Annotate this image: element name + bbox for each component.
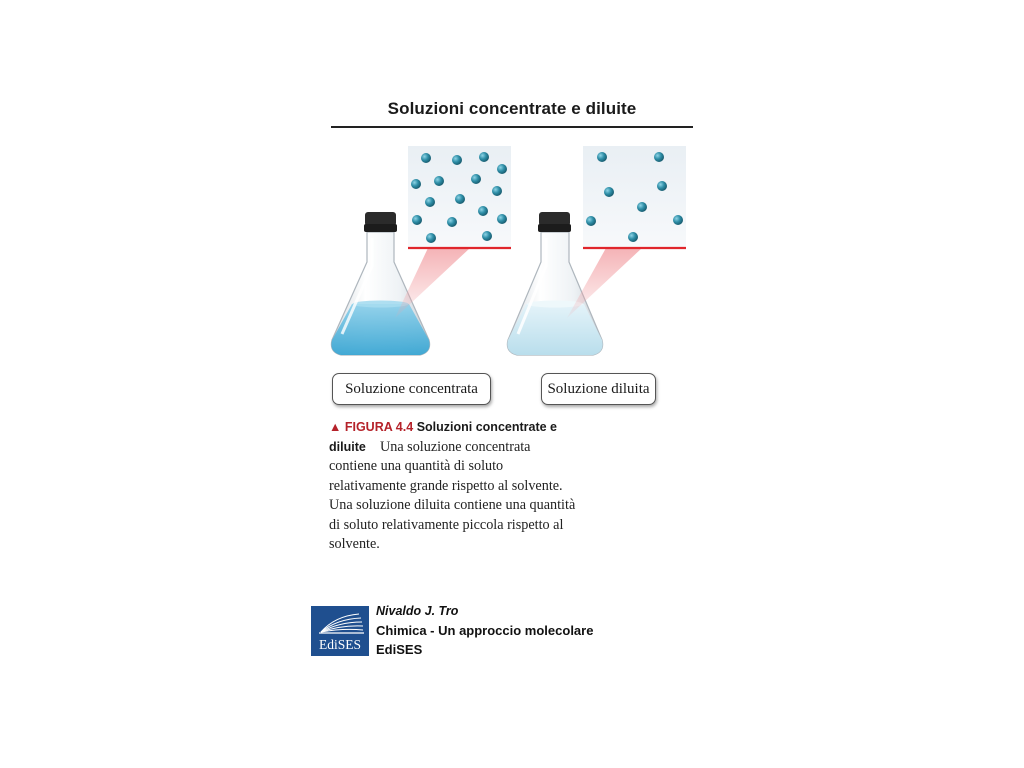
solute-particle — [597, 152, 607, 162]
solute-particle — [411, 179, 421, 189]
book-icon — [319, 613, 364, 634]
publisher-logo: EdiSES — [311, 606, 369, 656]
solute-particle — [637, 202, 647, 212]
dilute-solution-label: Soluzione diluita — [541, 373, 656, 405]
figure-title: Soluzioni concentrate e diluite — [387, 99, 637, 118]
magnification-beam — [395, 248, 470, 318]
concentrated-solution-label: Soluzione concentrata — [332, 373, 491, 405]
solute-particle — [471, 174, 481, 184]
solute-particle — [412, 215, 422, 225]
solute-particle — [492, 186, 502, 196]
solute-particle — [654, 152, 664, 162]
dilute-flask — [506, 212, 604, 356]
caption-text: Una soluzione concentrata contiene una q… — [329, 438, 576, 553]
title-divider — [331, 126, 693, 128]
solute-particle — [497, 164, 507, 174]
solute-particle — [452, 155, 462, 165]
solute-particle — [657, 181, 667, 191]
solute-particle — [479, 152, 489, 162]
concentrated-flask — [330, 212, 431, 356]
solute-particle — [478, 206, 488, 216]
solute-particle — [455, 194, 465, 204]
solute-particle — [628, 232, 638, 242]
solute-particle — [425, 197, 435, 207]
solute-particle — [586, 216, 596, 226]
dilute-inset — [583, 146, 686, 250]
flasks-illustration — [330, 146, 686, 356]
solute-particle — [447, 217, 457, 227]
solute-particle — [434, 176, 444, 186]
book-title: Chimica - Un approccio molecolare — [376, 623, 594, 638]
solute-particle — [421, 153, 431, 163]
solute-particle — [604, 187, 614, 197]
stopper — [539, 212, 570, 226]
figure-caption: ▲ FIGURA 4.4 Soluzioni concentrate e dil… — [329, 418, 579, 555]
caption-title: Soluzioni concentrate e diluite — [329, 420, 558, 454]
solute-particle — [673, 215, 683, 225]
concentrated-inset — [408, 146, 511, 250]
solute-particle — [497, 214, 507, 224]
figure-number: ▲ FIGURA 4.4 — [329, 420, 414, 434]
solute-particle — [426, 233, 436, 243]
logo-wordmark: EdiSES — [318, 637, 361, 652]
magnification-beam — [567, 248, 642, 318]
publisher-name: EdiSES — [376, 642, 423, 657]
solute-particle — [482, 231, 492, 241]
author-name: Nivaldo J. Tro — [376, 604, 459, 618]
stopper — [365, 212, 396, 226]
